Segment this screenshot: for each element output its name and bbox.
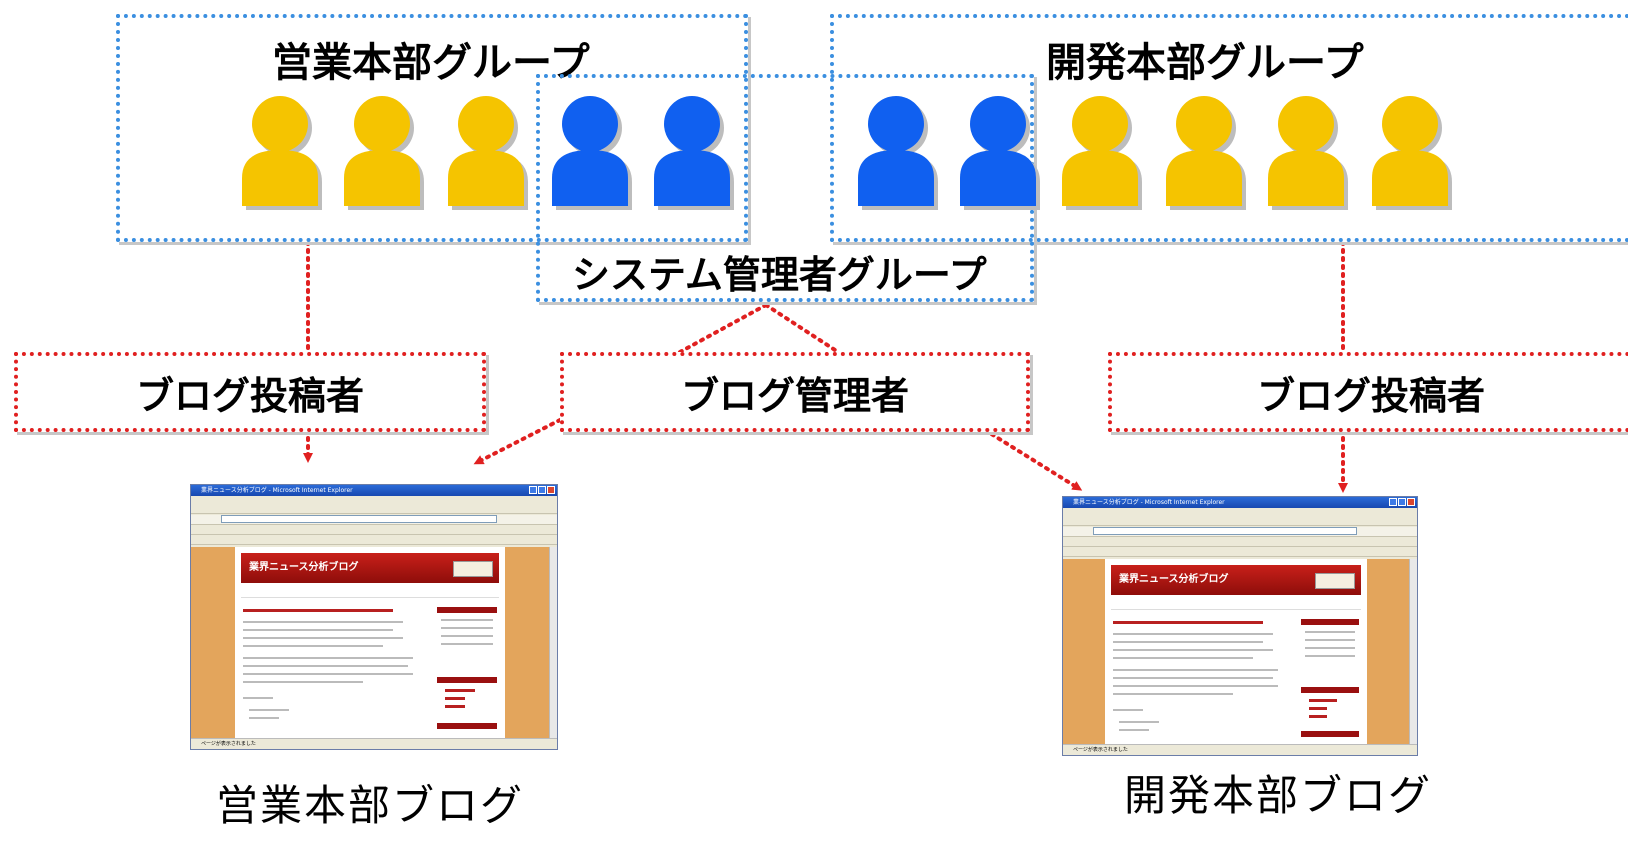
blog-page: 業界ニュース分析ブログ bbox=[235, 547, 505, 739]
dev-blog-caption: 開発本部ブログ bbox=[1124, 771, 1433, 820]
sidebar-archive-header bbox=[1301, 731, 1359, 737]
toolbar bbox=[191, 504, 557, 514]
sales-group-box bbox=[116, 14, 748, 242]
sales-member-icon bbox=[242, 96, 322, 210]
window-titlebar: 業界ニュース分析ブログ - Microsoft Internet Explore… bbox=[1063, 497, 1417, 508]
maximize-icon bbox=[1398, 498, 1406, 506]
status-bar: ページが表示されました bbox=[191, 738, 557, 749]
scrollbar bbox=[549, 547, 557, 739]
page-viewport: 業界ニュース分析ブログ bbox=[191, 547, 557, 739]
blog-heading: 業界ニュース分析ブログ bbox=[1119, 574, 1229, 585]
dev-group-title: 開発本部グループ bbox=[1046, 40, 1364, 86]
sales-blog-caption: 営業本部ブログ bbox=[216, 781, 525, 830]
sidebar-category-header bbox=[437, 677, 497, 683]
window-title: 業界ニュース分析ブログ - Microsoft Internet Explore… bbox=[201, 487, 353, 494]
window-titlebar: 業界ニュース分析ブログ - Microsoft Internet Explore… bbox=[191, 485, 557, 496]
dev-blog-screenshot: 業界ニュース分析ブログ - Microsoft Internet Explore… bbox=[1062, 496, 1418, 756]
tab-bar bbox=[1063, 547, 1417, 557]
close-icon bbox=[1407, 498, 1415, 506]
minimize-icon bbox=[1389, 498, 1397, 506]
blog-nav bbox=[241, 589, 499, 598]
address-bar bbox=[1063, 527, 1417, 537]
sidebar-category-header bbox=[1301, 687, 1359, 693]
logo bbox=[1315, 573, 1355, 589]
blog-page: 業界ニュース分析ブログ bbox=[1105, 559, 1367, 745]
sysadmin-member-icon bbox=[654, 96, 734, 210]
logo bbox=[453, 561, 493, 577]
maximize-icon bbox=[538, 486, 546, 494]
window-title: 業界ニュース分析ブログ - Microsoft Internet Explore… bbox=[1073, 499, 1225, 506]
sysadmin-member-icon bbox=[552, 96, 632, 210]
blog-header: 業界ニュース分析ブログ bbox=[241, 553, 499, 583]
dev-member-icon bbox=[1166, 96, 1246, 210]
connector-sysadmin-to-admin-right bbox=[764, 303, 840, 354]
blog-admin-role: ブログ管理者 bbox=[560, 352, 1030, 432]
sidebar-calendar-header bbox=[437, 607, 497, 613]
tab-bar bbox=[191, 535, 557, 545]
sidebar-calendar-header bbox=[1301, 619, 1359, 625]
sales-blog-poster-label: ブログ投稿者 bbox=[135, 373, 364, 418]
blog-heading: 業界ニュース分析ブログ bbox=[249, 562, 359, 573]
minimize-icon bbox=[529, 486, 537, 494]
google-toolbar bbox=[1063, 537, 1417, 547]
dev-member-icon bbox=[1372, 96, 1452, 210]
sales-member-icon bbox=[344, 96, 424, 210]
sales-member-icon bbox=[448, 96, 528, 210]
scrollbar bbox=[1409, 559, 1417, 745]
menu-bar bbox=[1063, 508, 1417, 516]
blog-nav bbox=[1111, 601, 1361, 610]
arrow-admin-to-sales-blog bbox=[473, 418, 562, 465]
dev-member-icon bbox=[1268, 96, 1348, 210]
address-bar bbox=[191, 515, 557, 525]
menu-bar bbox=[191, 496, 557, 504]
toolbar bbox=[1063, 516, 1417, 526]
blog-admin-label: ブログ管理者 bbox=[680, 373, 909, 418]
sysadmin-group-title: システム管理者グループ bbox=[572, 253, 987, 297]
connector-sysadmin-to-admin-left bbox=[678, 303, 768, 354]
page-viewport: 業界ニュース分析ブログ bbox=[1063, 559, 1417, 745]
sidebar-archive-header bbox=[437, 723, 497, 729]
dev-member-icon bbox=[1062, 96, 1142, 210]
sysadmin-member-icon bbox=[960, 96, 1040, 210]
sales-blog-poster-role: ブログ投稿者 bbox=[14, 352, 486, 432]
dev-blog-poster-role: ブログ投稿者 bbox=[1108, 352, 1628, 432]
google-toolbar bbox=[191, 525, 557, 535]
close-icon bbox=[547, 486, 555, 494]
status-bar: ページが表示されました bbox=[1063, 744, 1417, 755]
sysadmin-member-icon bbox=[858, 96, 938, 210]
arrow-admin-to-dev-blog bbox=[983, 428, 1083, 491]
blog-header: 業界ニュース分析ブログ bbox=[1111, 565, 1361, 595]
dev-blog-poster-label: ブログ投稿者 bbox=[1256, 373, 1485, 418]
sales-blog-screenshot: 業界ニュース分析ブログ - Microsoft Internet Explore… bbox=[190, 484, 558, 750]
